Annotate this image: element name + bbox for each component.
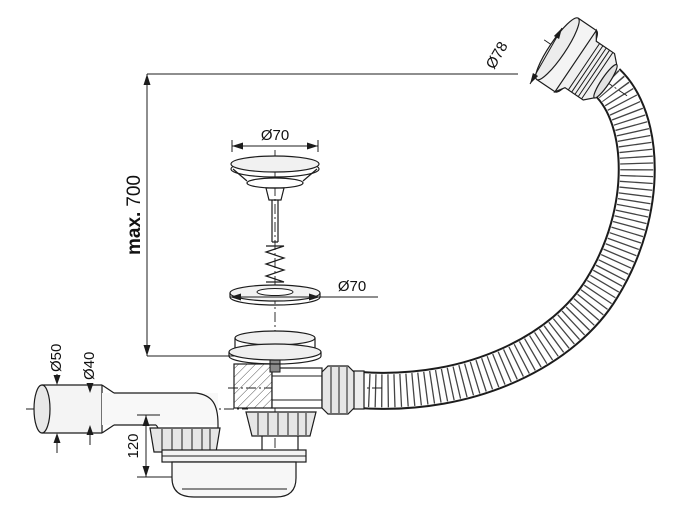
plug-rod: [271, 200, 279, 243]
waste-flange: [234, 330, 316, 346]
stopper-screw: [269, 359, 281, 373]
tee-section-cut: [233, 363, 273, 409]
plug-spring: [264, 245, 286, 283]
dimension-plug-diameter: Ø70: [231, 127, 319, 152]
drain-tee-body: [233, 359, 365, 437]
outlet-outer-diameter-label: Ø50: [48, 344, 65, 372]
trap-cup: [171, 461, 297, 498]
flange-diameter-label: Ø70: [338, 278, 366, 295]
hose-nut: [321, 365, 355, 415]
overflow-hose: [358, 68, 656, 410]
plug-stem: [265, 187, 285, 201]
plug-cap: [230, 155, 320, 173]
max-height-label: max.700: [124, 175, 145, 255]
bottle-trap: [149, 427, 307, 498]
dimension-flange-diameter: Ø70: [230, 278, 378, 301]
outlet-inner-diameter-label: Ø40: [81, 352, 98, 380]
outlet-pipe: [33, 384, 219, 434]
overflow-diameter-label: Ø78: [483, 39, 512, 72]
elbow-outer: [195, 392, 219, 429]
plug-diameter-label: Ø70: [261, 127, 289, 144]
dimension-max-height: max.700: [124, 73, 518, 357]
dimension-outlet-diameters: Ø50 Ø40: [48, 344, 98, 453]
overflow-cap: [535, 17, 629, 101]
trap-depth-label: 120: [125, 433, 142, 458]
dimension-trap-depth: 120: [125, 414, 172, 478]
